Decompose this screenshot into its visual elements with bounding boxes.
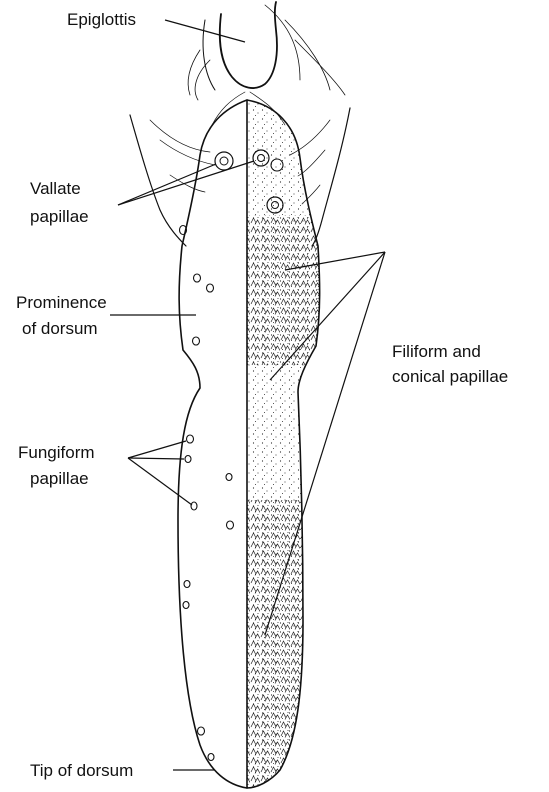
label-vallate-line1: Vallate — [30, 179, 81, 198]
label-filiform-line1: Filiform and — [392, 342, 481, 361]
epiglottis-drawing — [188, 2, 345, 100]
label-filiform-line2: conical papillae — [392, 367, 508, 386]
label-fungiform-line1: Fungiform — [18, 443, 95, 462]
label-prominence-line1: Prominence — [16, 293, 107, 312]
right-half-textured — [240, 95, 330, 792]
label-vallate-line2: papillae — [30, 207, 89, 226]
label-epiglottis: Epiglottis — [67, 10, 136, 29]
fungiform-papillae — [180, 226, 234, 761]
tongue-root-folds — [130, 92, 350, 246]
label-tip-of-dorsum: Tip of dorsum — [30, 761, 133, 780]
label-fungiform-line2: papillae — [30, 469, 89, 488]
label-prominence-line2: of dorsum — [22, 319, 98, 338]
